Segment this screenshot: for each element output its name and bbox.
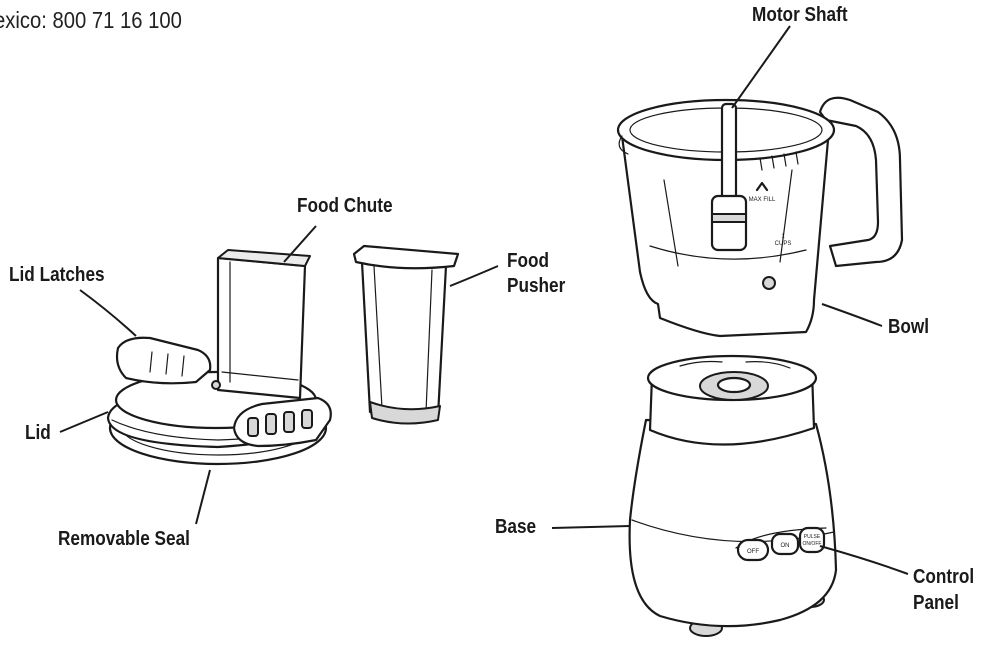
customer-service-phone: exico: 800 71 16 100 (0, 7, 182, 33)
max-fill-text: MAX FILL (749, 197, 776, 203)
leader-base (551, 525, 631, 529)
cups-number: 1 (781, 234, 785, 240)
motor-shaft-ring (711, 213, 747, 223)
button-pulse[interactable] (798, 526, 826, 554)
button-pulse-label-1: PULSE (804, 534, 821, 540)
base-body (628, 418, 838, 628)
bowl-inner-floor (649, 245, 807, 260)
leader-motor-shaft (731, 25, 791, 109)
label-control-panel-line1: Control (913, 566, 975, 588)
label-lid-latches: Lid Latches (9, 264, 105, 286)
bowl-inner-wall-right (779, 169, 793, 263)
food-chute-window (221, 371, 299, 381)
handle-latch-ribs (759, 151, 799, 171)
bowl-illustration: MAX FILL 1 CUPS (616, 96, 904, 338)
button-on[interactable] (770, 532, 800, 556)
food-chute-tube (216, 256, 307, 400)
front-latch-grips (247, 409, 313, 437)
leader-bowl (821, 303, 883, 327)
leader-food-chute (283, 225, 317, 263)
bowl-lock-tab (762, 276, 776, 290)
cups-unit: CUPS (775, 241, 792, 247)
motor-shaft-stem (720, 102, 738, 204)
button-on-label: ON (781, 543, 790, 549)
label-lid: Lid (25, 422, 51, 444)
motor-drive-socket-inner (716, 376, 752, 394)
bowl-inner-wall-left (663, 179, 679, 267)
leader-lid (59, 411, 109, 433)
latch-tab-ribs (149, 351, 185, 377)
leader-lines (59, 25, 909, 575)
lid-pin-hole (211, 380, 221, 390)
food-pusher-illustration (352, 244, 460, 425)
button-off[interactable] (736, 538, 770, 562)
bowl-handle (818, 96, 904, 268)
food-pusher-inner-edge-2 (425, 269, 433, 413)
food-chute-top (217, 249, 311, 267)
lid-illustration (106, 249, 332, 466)
leader-food-pusher (449, 265, 499, 287)
base-illustration: OFF ON PULSE ON/OFF (628, 354, 838, 637)
max-fill-arrow (755, 181, 769, 192)
label-food-chute: Food Chute (297, 195, 393, 217)
leader-removable-seal (195, 469, 211, 525)
leader-control-panel (819, 545, 909, 575)
button-off-label: OFF (747, 549, 759, 555)
label-base: Base (495, 516, 537, 538)
food-pusher-top-cap (352, 244, 460, 270)
leader-lid-latches (79, 289, 137, 337)
label-removable-seal: Removable Seal (58, 528, 190, 550)
label-bowl: Bowl (888, 316, 930, 338)
button-pulse-label-2: ON/OFF (803, 541, 822, 547)
base-top-notch (679, 360, 791, 369)
bowl-spout (618, 135, 629, 155)
label-motor-shaft: Motor Shaft (752, 4, 848, 26)
food-pusher-bottom (369, 401, 441, 425)
food-pusher-inner-edge (373, 265, 383, 409)
lid-latch-tab (115, 336, 212, 385)
label-food-pusher-line2: Pusher (507, 275, 566, 297)
label-control-panel-line2: Panel (913, 592, 959, 614)
label-food-pusher-line1: Food (507, 250, 550, 272)
